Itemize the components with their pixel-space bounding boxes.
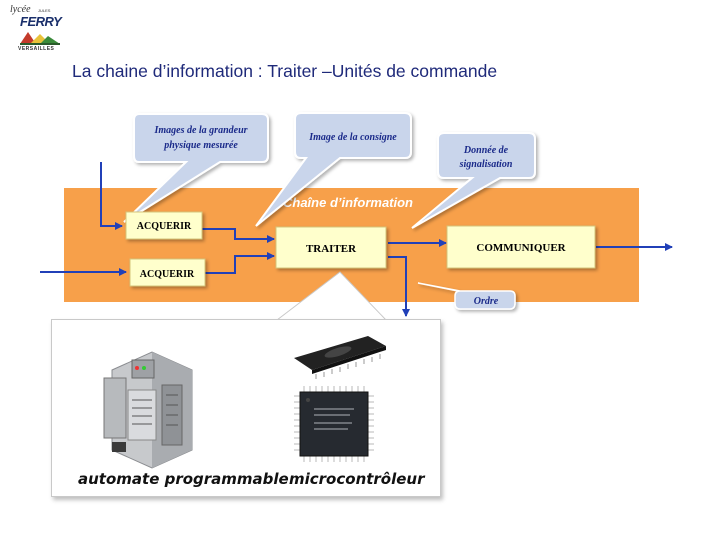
block-traiter	[275, 226, 387, 269]
block-communiquer	[446, 225, 596, 269]
qfp-chip-image	[294, 386, 374, 462]
bubble-ordre	[417, 282, 516, 310]
logo-ferry-text: FERRY	[20, 14, 62, 29]
bubble-images-line1: Images de la grandeur	[153, 125, 247, 136]
logo-versailles-text: VERSAILLES	[18, 46, 55, 52]
chain-label: Chaîne d’information	[283, 195, 413, 210]
bubble-donnee-signalisation	[411, 132, 536, 229]
block-acquerir-2-label: ACQUERIR	[140, 269, 195, 280]
bubble-donnee-line2: signalisation	[459, 159, 513, 170]
block-acquerir-2	[129, 258, 206, 287]
caption-microcontroleur: microcontrôleur	[289, 470, 425, 488]
bubble-ordre-text: Ordre	[474, 296, 499, 307]
logo-lycee-text: lycée	[10, 4, 31, 15]
logo-jules-text: JULES	[38, 8, 51, 13]
bubble-image-consigne	[255, 112, 412, 227]
examples-panel: automate programmable microcontrôleur	[51, 319, 441, 497]
plc-image	[103, 351, 193, 469]
page-title: La chaine d’information : Traiter –Unité…	[72, 61, 498, 81]
block-traiter-label: TRAITER	[306, 243, 357, 255]
bubble-images-line2: physique mesurée	[163, 140, 238, 151]
school-logo: lycée JULES FERRY VERSAILLES	[6, 4, 64, 56]
block-communiquer-label: COMMUNIQUER	[476, 242, 566, 254]
caption-automate: automate programmable	[78, 470, 289, 488]
block-acquerir-1-label: ACQUERIR	[137, 221, 192, 232]
dip-chip-image	[294, 336, 386, 379]
block-acquerir-1	[125, 211, 203, 240]
bubble-images-grandeur	[123, 113, 269, 223]
logo-emblem-icon	[20, 32, 60, 45]
bubble-consigne-line1: Image de la consigne	[308, 132, 397, 143]
bubble-donnee-line1: Donnée de	[463, 145, 509, 156]
flow-arrows	[40, 162, 673, 317]
